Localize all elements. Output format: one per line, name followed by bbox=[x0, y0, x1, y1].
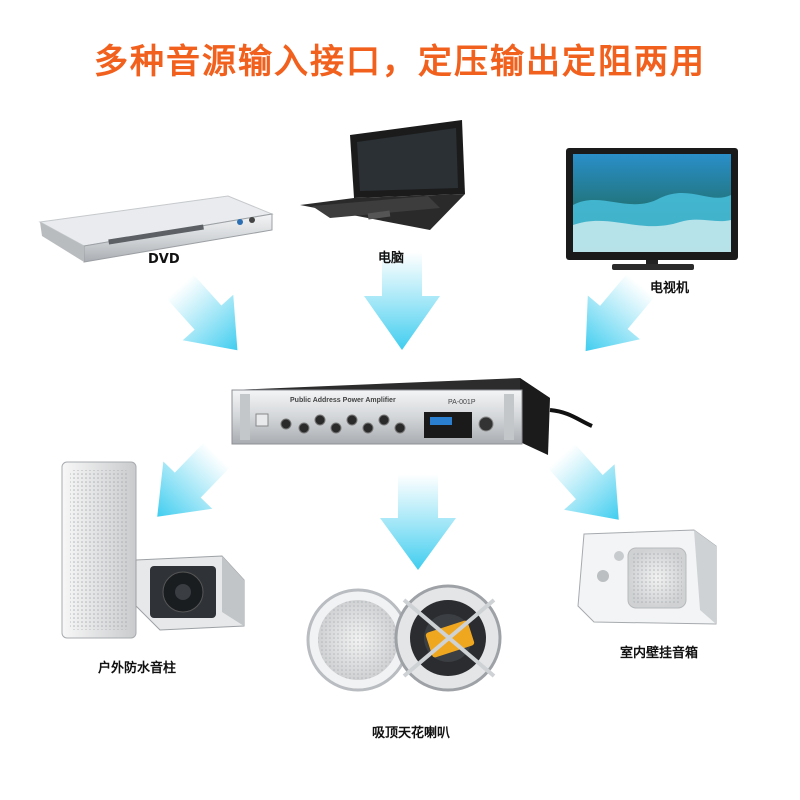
wall-speaker-icon bbox=[577, 529, 717, 625]
dvd-label: DVD bbox=[148, 252, 180, 267]
ceiling-speaker-icon bbox=[306, 584, 502, 692]
tv-label: 电视机 bbox=[650, 281, 690, 296]
wall-speaker-label: 室内壁挂音箱 bbox=[620, 646, 699, 661]
arrow-tv-to-amplifier bbox=[585, 273, 655, 352]
amplifier-model: PA-001P bbox=[448, 399, 476, 406]
column-speaker-icon bbox=[61, 461, 245, 639]
arrow-amplifier-to-column bbox=[157, 442, 230, 517]
arrow-computer-to-amplifier bbox=[364, 252, 440, 350]
dvd-player-icon bbox=[38, 195, 274, 263]
page-title: 多种音源输入接口，定压输出定阻两用 bbox=[94, 42, 706, 82]
amplifier-icon: Public Address Power Amplifier PA-001P bbox=[231, 378, 593, 455]
laptop-icon bbox=[300, 120, 465, 230]
arrow-amplifier-to-wall bbox=[547, 443, 619, 520]
column-speaker-label: 户外防水音柱 bbox=[98, 661, 177, 676]
arrow-amplifier-to-ceiling bbox=[380, 474, 456, 570]
ceiling-speaker-label: 吸顶天花喇叭 bbox=[372, 726, 451, 741]
arrow-dvd-to-amplifier bbox=[166, 274, 238, 351]
tv-icon bbox=[566, 148, 738, 270]
computer-label: 电脑 bbox=[378, 251, 405, 266]
amplifier-panel-text: Public Address Power Amplifier bbox=[290, 397, 396, 404]
